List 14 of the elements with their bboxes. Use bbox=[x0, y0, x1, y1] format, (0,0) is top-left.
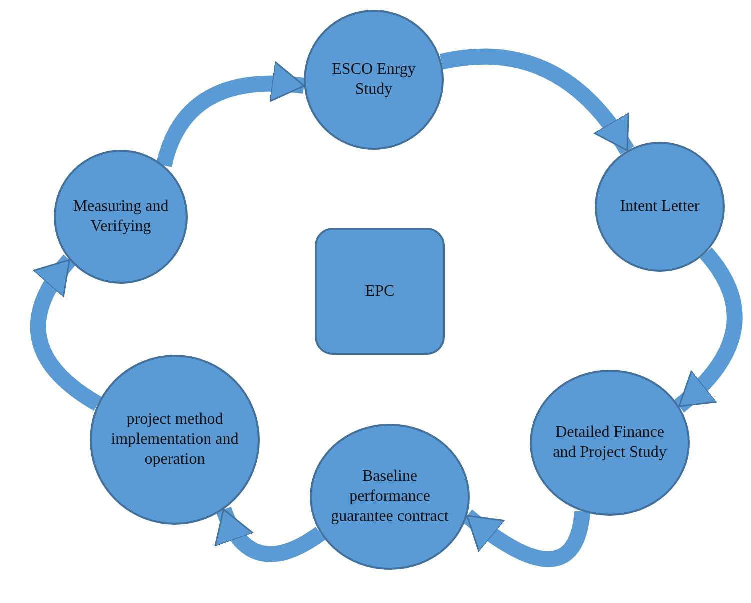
curved-arrow bbox=[462, 510, 591, 568]
node-label: Measuring and Verifying bbox=[72, 197, 170, 237]
node-label: project method implementation and operation bbox=[110, 410, 240, 470]
curved-arrow bbox=[156, 62, 306, 168]
curved-arrow bbox=[674, 248, 743, 413]
node-label: ESCO Enrgy Study bbox=[331, 60, 417, 100]
rounded-square bbox=[315, 228, 445, 355]
curved-arrow bbox=[30, 255, 102, 411]
node-label: Baseline performance guarantee contract bbox=[330, 467, 450, 527]
curved-arrow bbox=[440, 48, 634, 155]
node-label: Detailed Finance and Project Study bbox=[552, 423, 668, 463]
curved-arrow bbox=[216, 506, 326, 562]
node-label: EPC bbox=[365, 282, 395, 302]
node-label: Intent Letter bbox=[620, 197, 700, 217]
